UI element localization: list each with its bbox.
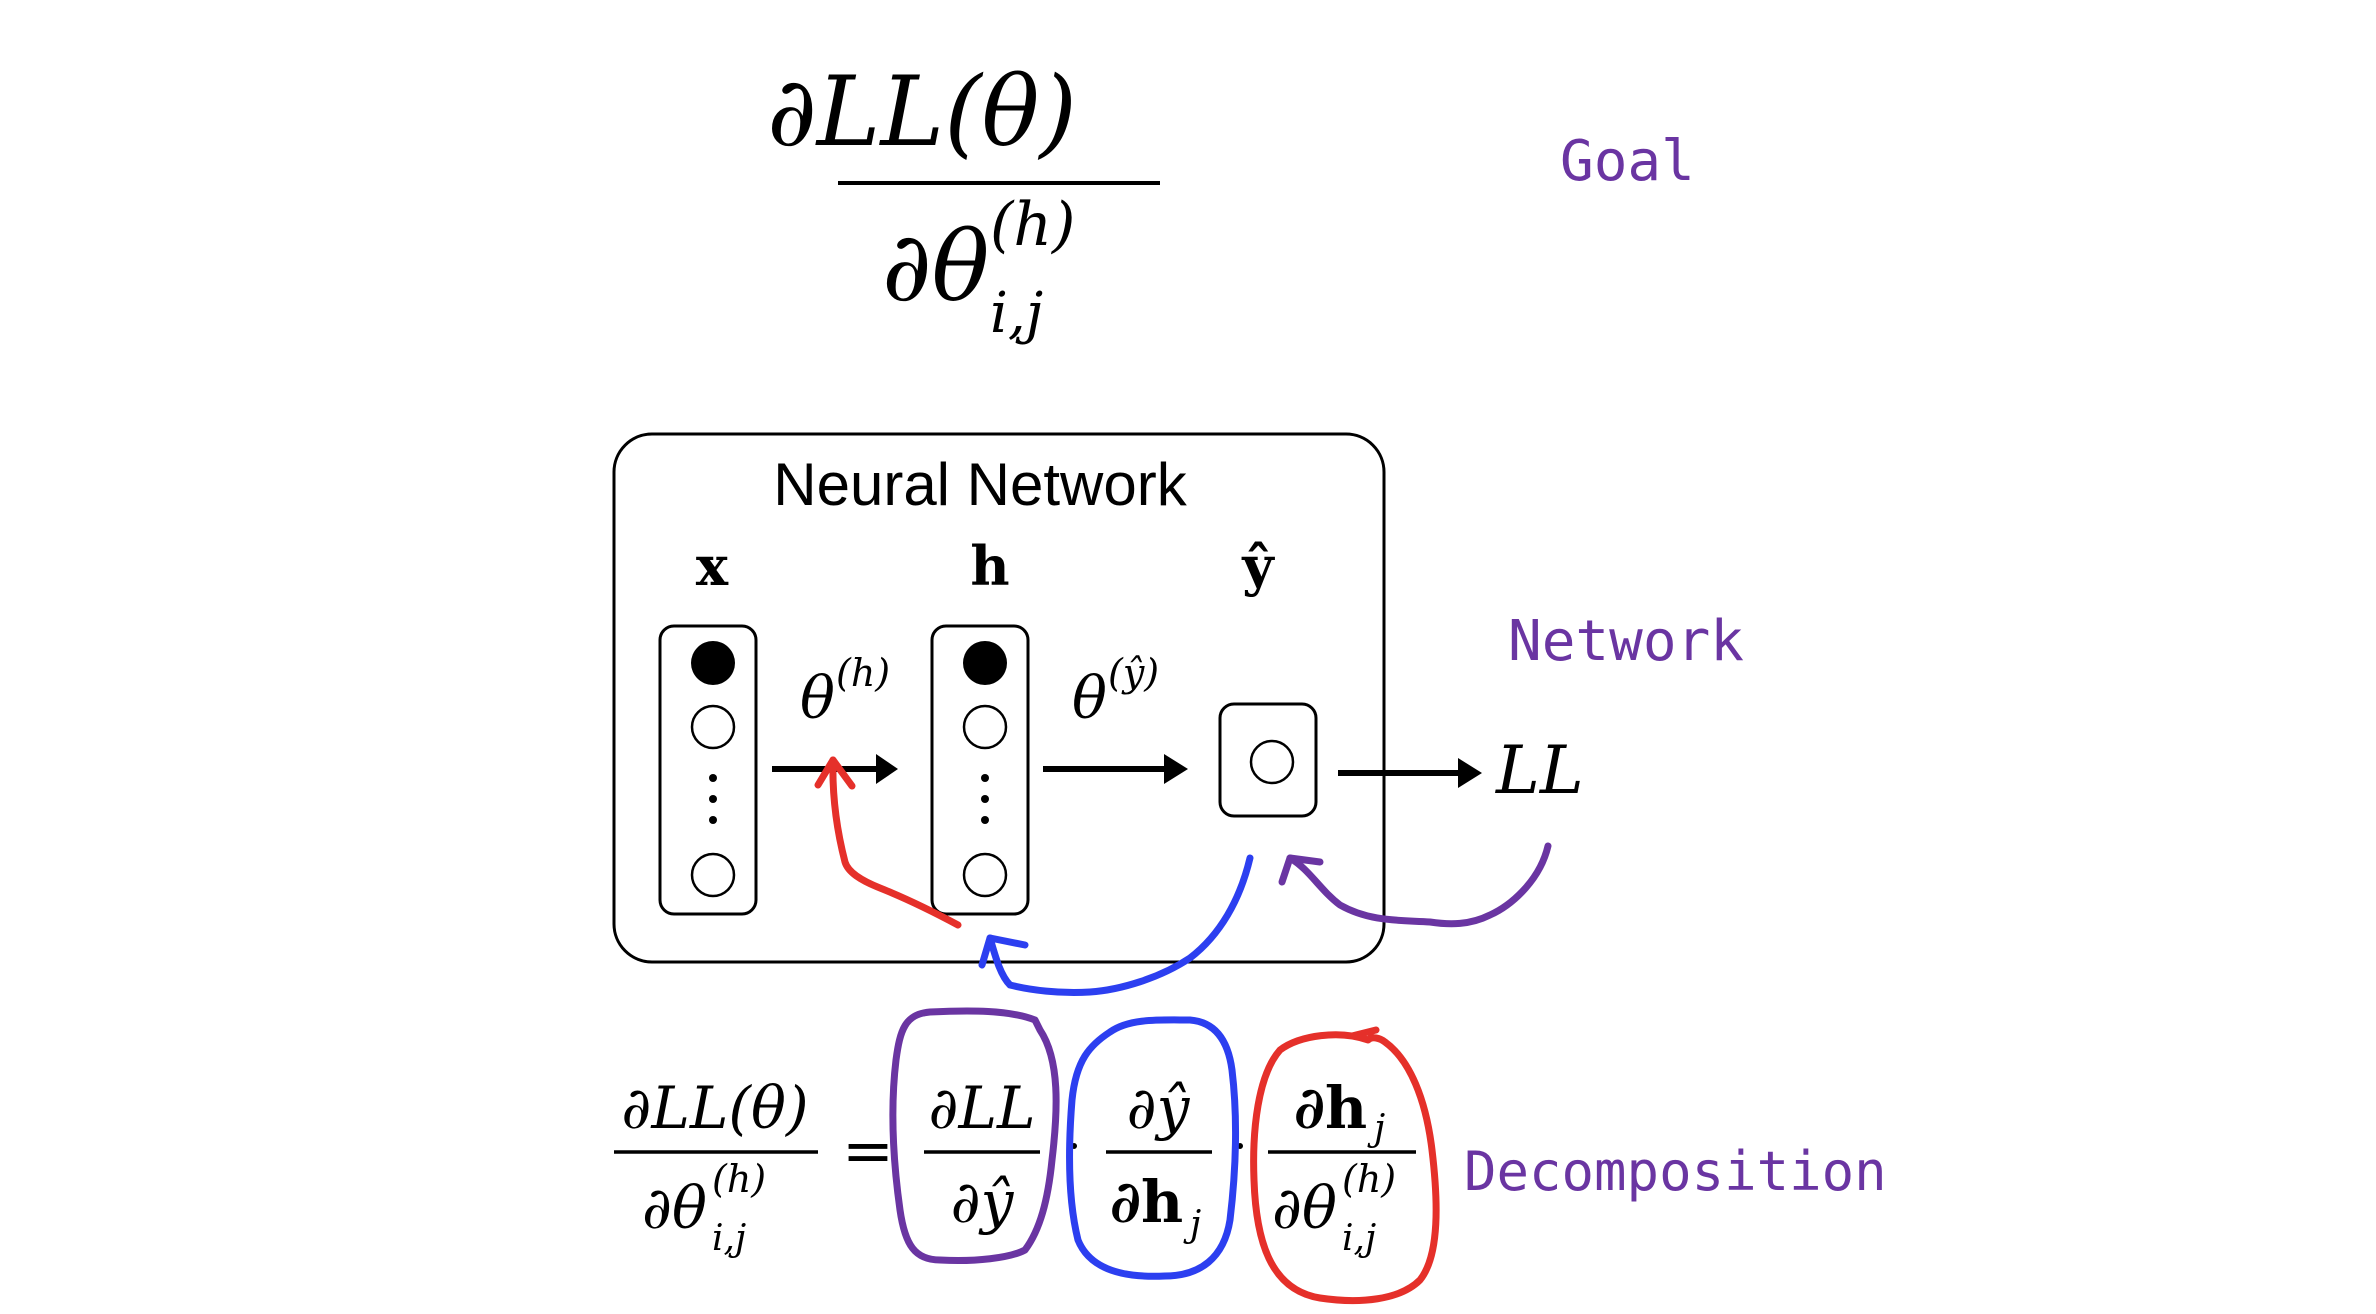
goal-expression: ∂LL(θ) ∂θ (h) i,j	[767, 56, 1160, 346]
arrow-head-icon	[1458, 758, 1482, 788]
decomposition-equation: ∂LL(θ) ∂θ (h) i,j = ∂LL ∂ŷ · ∂ŷ ∂h j · ∂…	[614, 1074, 1416, 1259]
input-layer	[658, 624, 758, 916]
goal-denominator-symbol: ∂θ	[882, 211, 989, 323]
hidden-layer-label: h	[970, 534, 1009, 598]
input-layer-label: x	[696, 534, 729, 598]
input-bias-node	[691, 641, 735, 685]
term1-denominator: ∂ŷ	[951, 1168, 1015, 1236]
purple-term-loop	[889, 1007, 1060, 1264]
theta-y-symbol: θ	[1072, 664, 1107, 732]
blue-arrow-head-icon	[978, 934, 1029, 969]
ellipsis-dot	[981, 816, 989, 824]
red-arrow-head-icon	[814, 756, 856, 790]
hidden-node	[962, 704, 1008, 750]
red-gradient-arrow	[829, 756, 962, 929]
output-layer	[1218, 702, 1318, 818]
lhs-denominator-symbol: ∂θ	[642, 1174, 707, 1242]
term3-denominator-superscript: (h)	[1342, 1157, 1396, 1201]
lhs-numerator: ∂LL(θ)	[621, 1074, 808, 1142]
neural-network-box: Neural Network x h ŷ	[612, 432, 1386, 964]
output-node	[1249, 739, 1295, 785]
red-term-loop	[1250, 1026, 1440, 1305]
blue-term-loop	[1066, 1016, 1240, 1280]
term2-denominator-subscript: j	[1183, 1204, 1201, 1245]
input-node	[690, 852, 736, 898]
hidden-bias-node	[963, 641, 1007, 685]
output-layer-label: ŷ	[1241, 534, 1275, 598]
term3-denominator-subscript: i,j	[1342, 1218, 1376, 1259]
hidden-layer-frame	[930, 624, 1030, 916]
network-box-title: Neural Network	[773, 451, 1187, 518]
term1-numerator: ∂LL	[928, 1074, 1035, 1142]
goal-numerator: ∂LL(θ)	[767, 56, 1077, 168]
goal-label: Goal	[1560, 129, 1695, 194]
blue-gradient-arrow	[986, 854, 1254, 996]
lhs-denominator-subscript: i,j	[712, 1218, 746, 1259]
ellipsis-dot	[981, 795, 989, 803]
term3-denominator-symbol: ∂θ	[1272, 1174, 1337, 1242]
term2-numerator: ∂ŷ	[1127, 1074, 1191, 1142]
lhs-denominator-superscript: (h)	[712, 1157, 766, 1201]
arrow-head-icon	[876, 754, 898, 784]
theta-h-symbol: θ	[800, 664, 835, 732]
term3-numerator-subscript: j	[1367, 1108, 1385, 1149]
arrow-head-icon	[1164, 754, 1188, 784]
purple-gradient-arrow	[1286, 842, 1552, 928]
network-label: Network	[1508, 609, 1744, 674]
input-node	[690, 704, 736, 750]
term-highlights	[889, 1007, 1440, 1305]
term3-numerator-symbol: ∂h	[1294, 1074, 1367, 1142]
theta-y-superscript: (ŷ)	[1108, 651, 1159, 695]
input-layer-frame	[658, 624, 758, 916]
loss-label: LL	[1495, 732, 1584, 809]
equals-sign: =	[842, 1114, 894, 1187]
goal-denominator-subscript: i,j	[990, 281, 1043, 346]
ellipsis-dot	[709, 816, 717, 824]
decomposition-label: Decomposition	[1464, 1140, 1887, 1203]
theta-h-superscript: (h)	[836, 651, 890, 695]
ellipsis-dot	[709, 795, 717, 803]
output-layer-frame	[1218, 702, 1318, 818]
purple-arrow-head-icon	[1278, 854, 1324, 886]
backprop-annotations	[814, 756, 1552, 996]
term2-denominator-symbol: ∂h	[1110, 1168, 1183, 1236]
ellipsis-dot	[709, 774, 717, 782]
hidden-node	[962, 852, 1008, 898]
goal-denominator-superscript: (h)	[990, 190, 1075, 260]
hidden-layer	[930, 624, 1030, 916]
ellipsis-dot	[981, 774, 989, 782]
